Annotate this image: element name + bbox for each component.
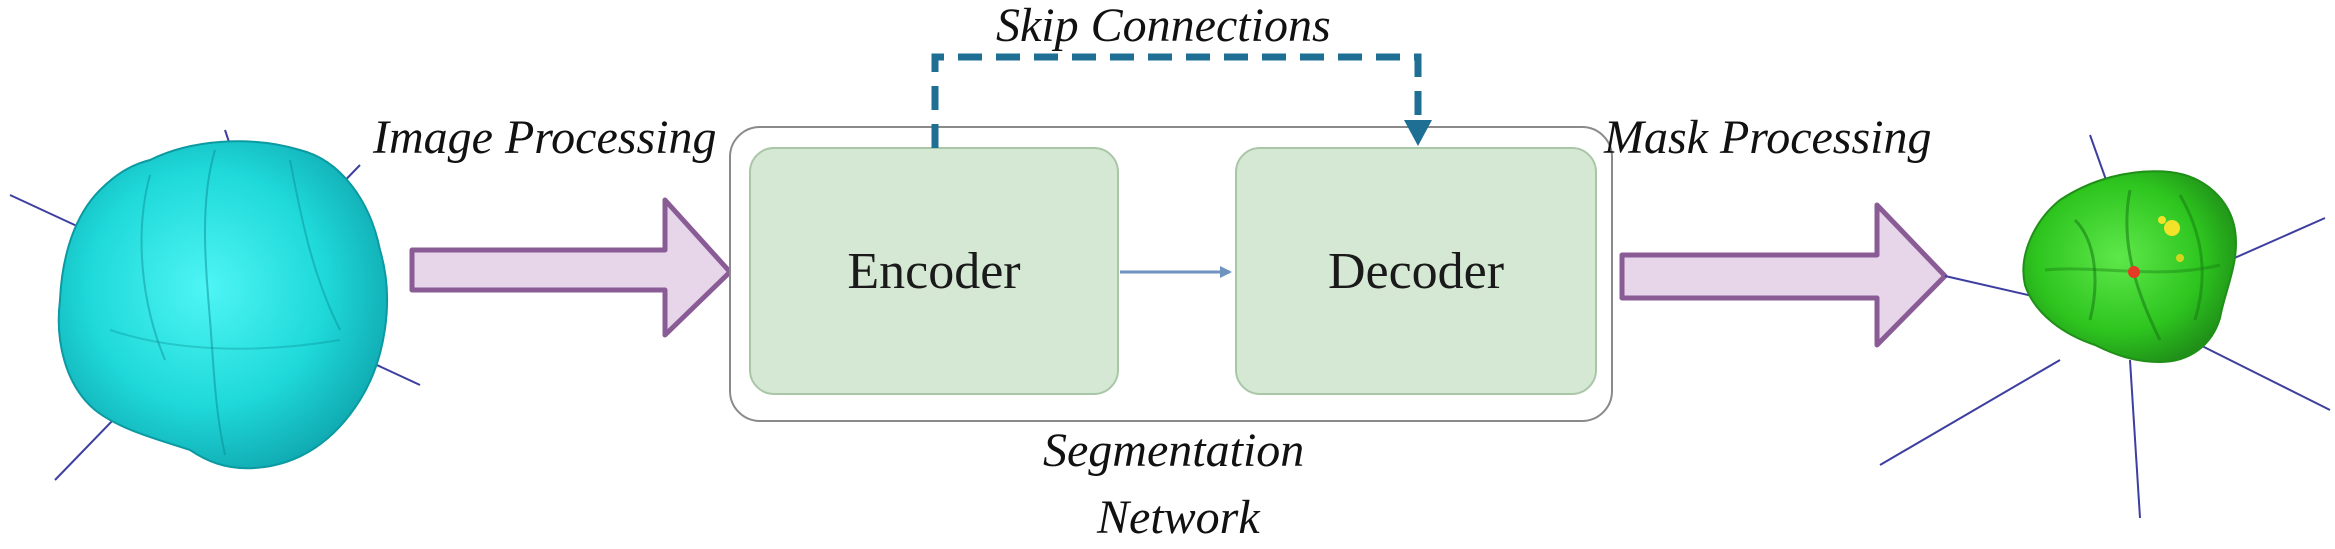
decoder-block (1235, 147, 1597, 395)
skip-connections-label: Skip Connections (996, 0, 1331, 52)
brain-volume-icon (9, 129, 421, 481)
image-processing-label: Image Processing (373, 111, 717, 164)
skip-connection-arrow (931, 53, 1422, 148)
image-processing-arrow (409, 197, 733, 338)
decoder-label: Decoder (1327, 243, 1505, 300)
encoder-label: Encoder (847, 243, 1021, 300)
segmentation-label-line1: Segmentation (1043, 424, 1305, 477)
segmentation-label-line2: Network (1097, 491, 1260, 544)
skip-connection-arrowhead (1404, 120, 1432, 146)
mask-processing-label: Mask Processing (1604, 111, 1932, 164)
mask-processing-arrow (1619, 202, 1948, 348)
segmented-mask-icon (1879, 134, 2331, 519)
